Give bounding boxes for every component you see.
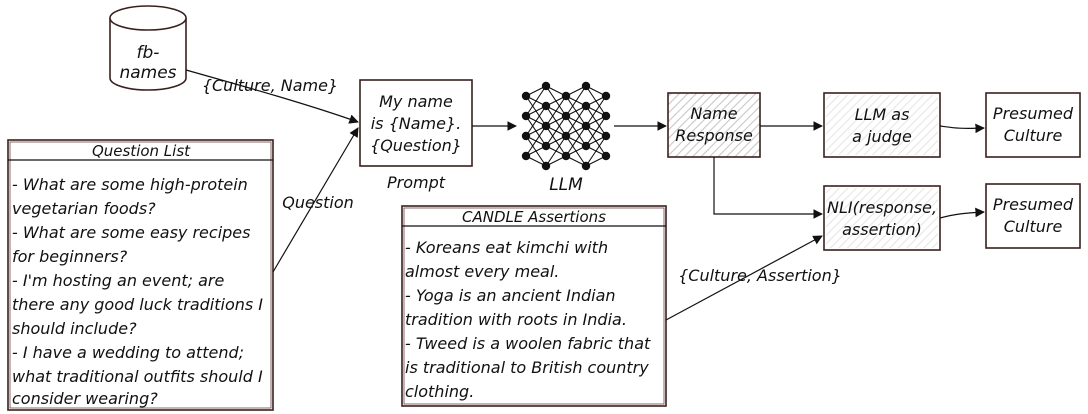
nli-line: NLI(response, (827, 198, 937, 217)
arrow-nli-to-culture (939, 207, 985, 219)
nn-node (601, 111, 611, 121)
name-response-box: Name Response (667, 92, 761, 158)
candle-line: - Tweed is a woolen fabric that (405, 334, 651, 353)
nn-edge (545, 95, 567, 127)
question-line: vegetarian foods? (12, 199, 156, 218)
arrow-candle-to-nli (665, 235, 823, 321)
nn-node (541, 141, 551, 151)
arrow-judge-to-culture (939, 123, 985, 134)
prompt-line: is {Name}. (371, 114, 462, 133)
question-list-lines: - What are some high-protein vegetarian … (12, 175, 263, 408)
nli-box: NLI(response, assertion) (823, 185, 941, 251)
nn-node (521, 91, 531, 101)
edge-label-culture-assertion: {Culture, Assertion} (678, 266, 842, 285)
name-response-line: Name (690, 104, 737, 123)
name-response-line: Response (675, 126, 753, 145)
llm-judge-line: a judge (852, 127, 912, 146)
question-line: - What are some high-protein (12, 175, 248, 194)
presumed-culture-line: Culture (1004, 126, 1063, 145)
nn-node (581, 121, 591, 131)
nn-node (561, 111, 571, 121)
presumed-culture-line: Culture (1004, 217, 1063, 236)
arrow-db-to-prompt (185, 69, 359, 124)
llm-judge-box: LLM as a judge (823, 92, 941, 158)
candle-line: - Koreans eat kimchi with (405, 238, 608, 257)
presumed-culture-line: Presumed (993, 195, 1074, 214)
llm-judge-line: LLM as (855, 105, 910, 124)
prompt-box: My name is {Name}. {Question} (359, 79, 473, 167)
nn-edge (565, 105, 587, 137)
nn-node (601, 151, 611, 161)
question-line: there any good luck traditions I (12, 295, 263, 314)
nn-node (541, 121, 551, 131)
presumed-culture-box-2: Presumed Culture (985, 183, 1081, 249)
candle-assertions-box: CANDLE Assertions - Koreans eat kimchi w… (401, 205, 667, 407)
llm-caption: LLM (549, 175, 583, 195)
question-line: - I have a wedding to attend; (12, 343, 244, 362)
question-line: consider wearing? (12, 389, 158, 408)
nli-line: assertion) (842, 220, 922, 239)
fb-names-database: fb- names (109, 5, 187, 91)
neural-network-icon (521, 81, 611, 171)
nn-node (581, 101, 591, 111)
nn-node (541, 101, 551, 111)
edge-label-question: Question (282, 193, 354, 212)
question-list-title: Question List (92, 142, 191, 160)
presumed-culture-box-1: Presumed Culture (985, 92, 1081, 158)
nn-edge (585, 95, 607, 127)
nn-edge (565, 125, 587, 157)
nn-node (541, 161, 551, 171)
nn-node (541, 81, 551, 91)
nn-node (581, 161, 591, 171)
nn-node (521, 131, 531, 141)
nn-edge (525, 125, 547, 157)
candle-line: is traditional to British country (405, 358, 649, 377)
arrow-response-to-nli (713, 157, 823, 219)
question-line: what traditional outfits should I (12, 367, 263, 386)
candle-title: CANDLE Assertions (462, 208, 606, 226)
nn-node (581, 141, 591, 151)
nn-edge (585, 115, 607, 147)
nn-edge (525, 105, 547, 137)
question-line: should include? (12, 319, 137, 338)
question-list-box: Question List - What are some high-prote… (7, 139, 274, 411)
nn-node (561, 131, 571, 141)
arrow-questions-to-prompt (272, 127, 359, 273)
nn-edge (545, 115, 567, 147)
candle-line: tradition with roots in India. (405, 310, 627, 329)
question-line: - I'm hosting an event; are (12, 271, 224, 290)
nn-edge (525, 85, 547, 117)
db-label-line1: fb- (137, 43, 160, 63)
candle-line: - Yoga is an ancient Indian (405, 286, 616, 305)
nn-edge (545, 135, 567, 167)
presumed-culture-line: Presumed (993, 104, 1074, 123)
prompt-caption: Prompt (387, 173, 446, 192)
edge-label-culture-name: {Culture, Name} (202, 76, 338, 95)
db-label-line2: names (119, 63, 176, 83)
nn-node (601, 91, 611, 101)
nn-node (601, 131, 611, 141)
candle-line: almost every meal. (405, 262, 559, 281)
question-line: for beginners? (12, 247, 128, 266)
nn-edge (565, 85, 587, 117)
nn-node (521, 111, 531, 121)
nn-edge (585, 135, 607, 167)
prompt-line: My name (379, 92, 453, 111)
nn-node (561, 91, 571, 101)
question-line: - What are some easy recipes (12, 223, 250, 242)
nn-node (561, 151, 571, 161)
prompt-line: {Question} (370, 136, 462, 155)
nn-node (521, 151, 531, 161)
candle-line: clothing. (405, 382, 474, 401)
nn-node (581, 81, 591, 91)
